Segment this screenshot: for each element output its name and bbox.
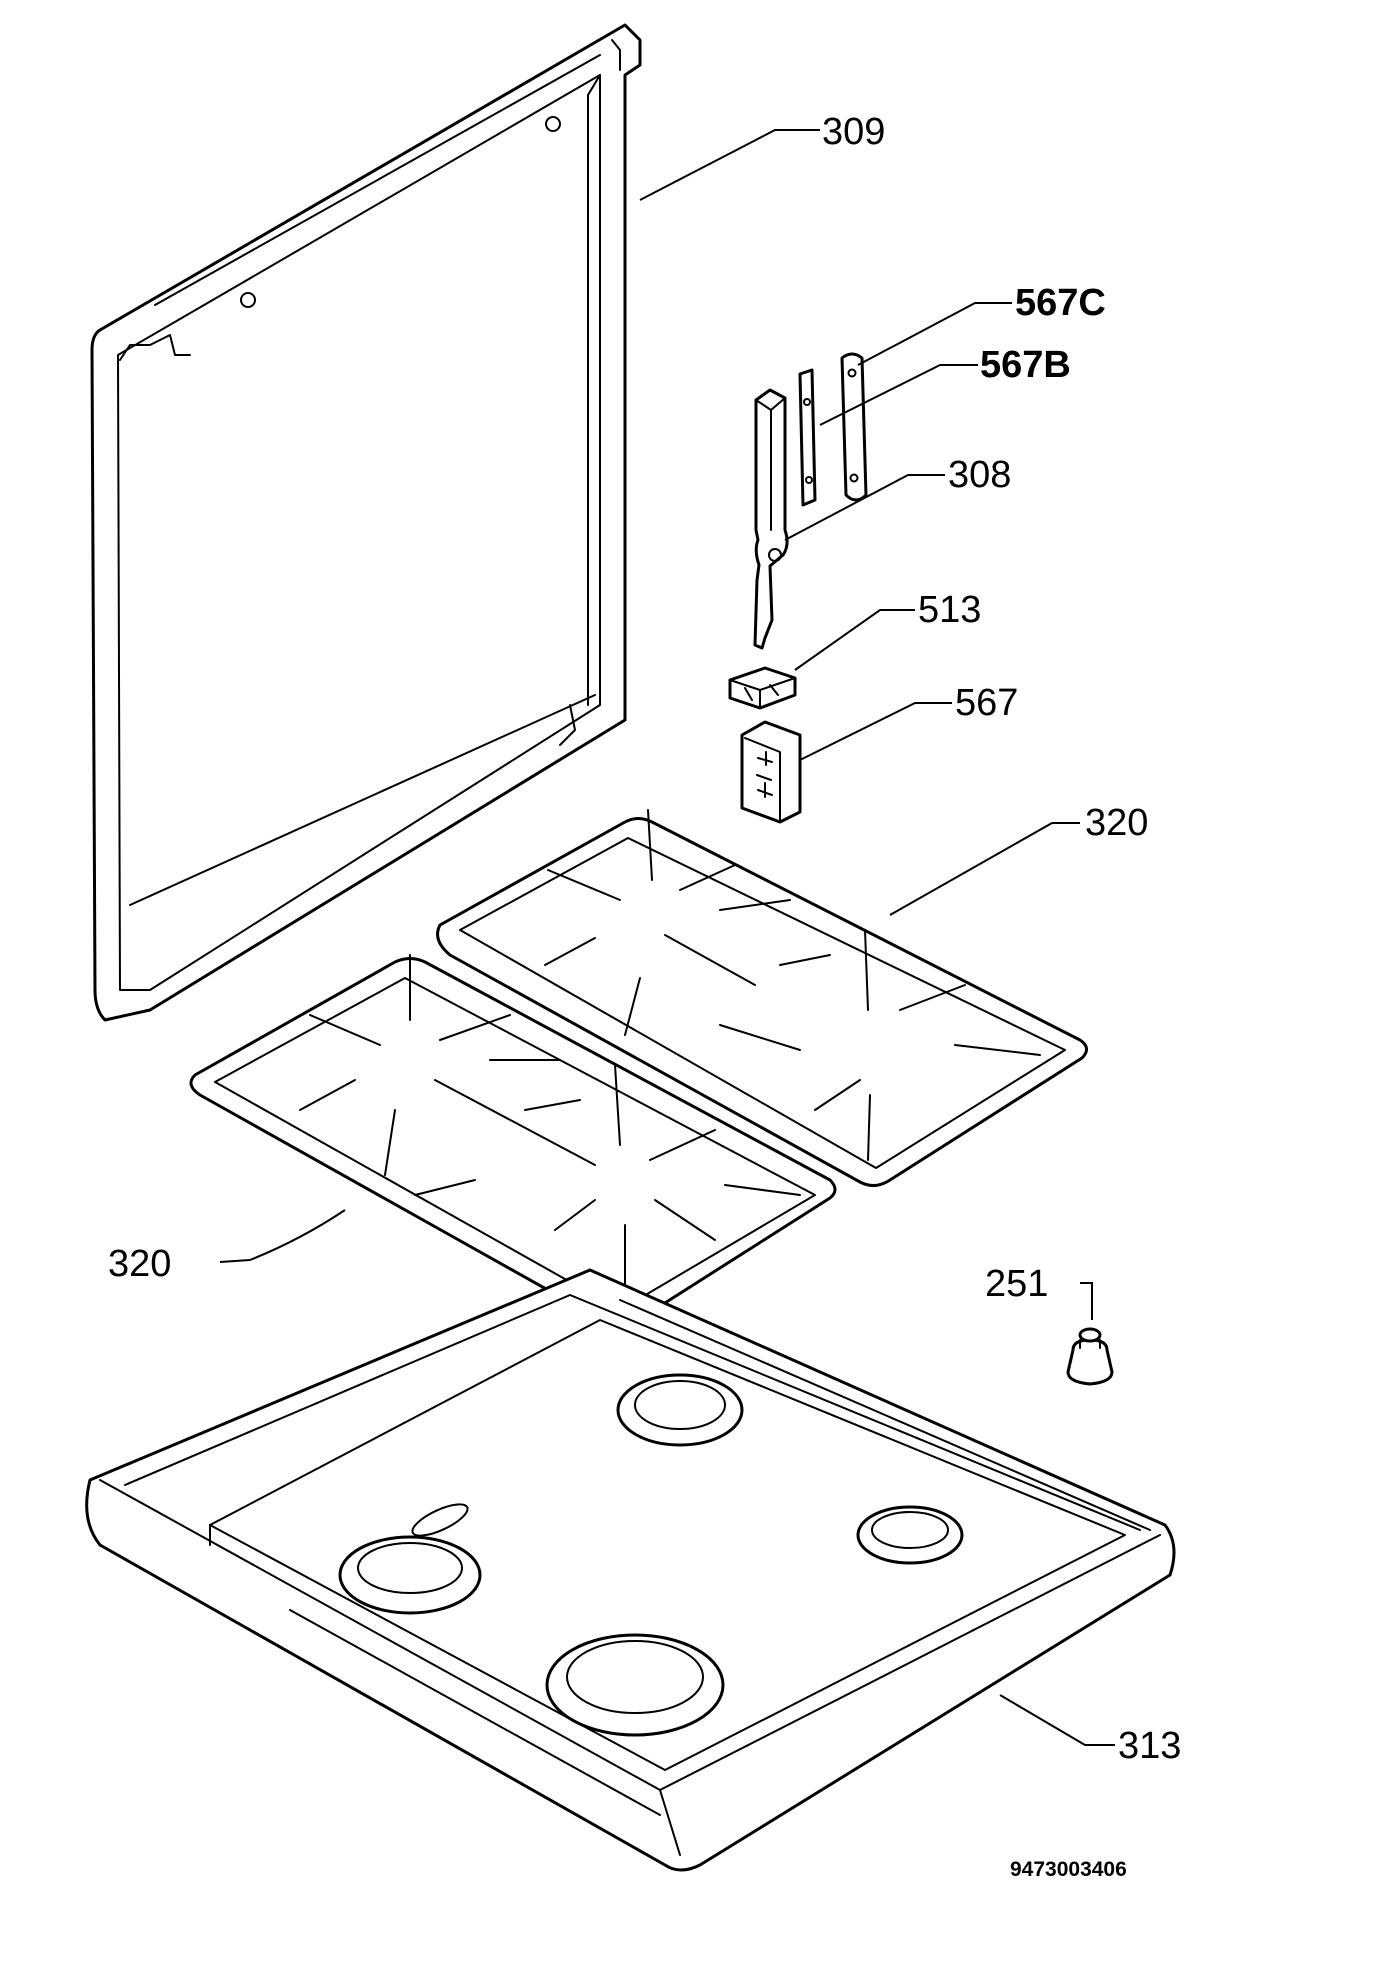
drawing-code: 9473003406 (1010, 1858, 1127, 1881)
lid-part (90, 23, 642, 1022)
label-567b: 567B (980, 344, 1071, 386)
plate-567-part (740, 720, 802, 824)
bracket-567c-part (840, 352, 868, 502)
label-313: 313 (1118, 1725, 1181, 1767)
pan-support-left-part (189, 954, 837, 1328)
bracket-567b-part (798, 368, 817, 507)
label-513: 513 (918, 589, 981, 631)
hinge-308-part (753, 388, 789, 650)
label-308: 308 (948, 454, 1011, 496)
knob-251-part (1066, 1327, 1114, 1386)
pan-support-right-part (436, 809, 1088, 1187)
labels: 309 567C 567B 308 513 567 320 320 251 31… (108, 111, 1181, 1881)
label-567c: 567C (1015, 282, 1106, 324)
label-320-right: 320 (1085, 802, 1148, 844)
label-567: 567 (955, 682, 1018, 724)
label-309: 309 (822, 111, 885, 153)
hob-313-part (85, 1268, 1176, 1872)
label-251: 251 (985, 1263, 1048, 1305)
clip-513-part (728, 666, 797, 710)
label-320-left: 320 (108, 1243, 171, 1285)
leader-lines (219, 129, 1115, 1746)
